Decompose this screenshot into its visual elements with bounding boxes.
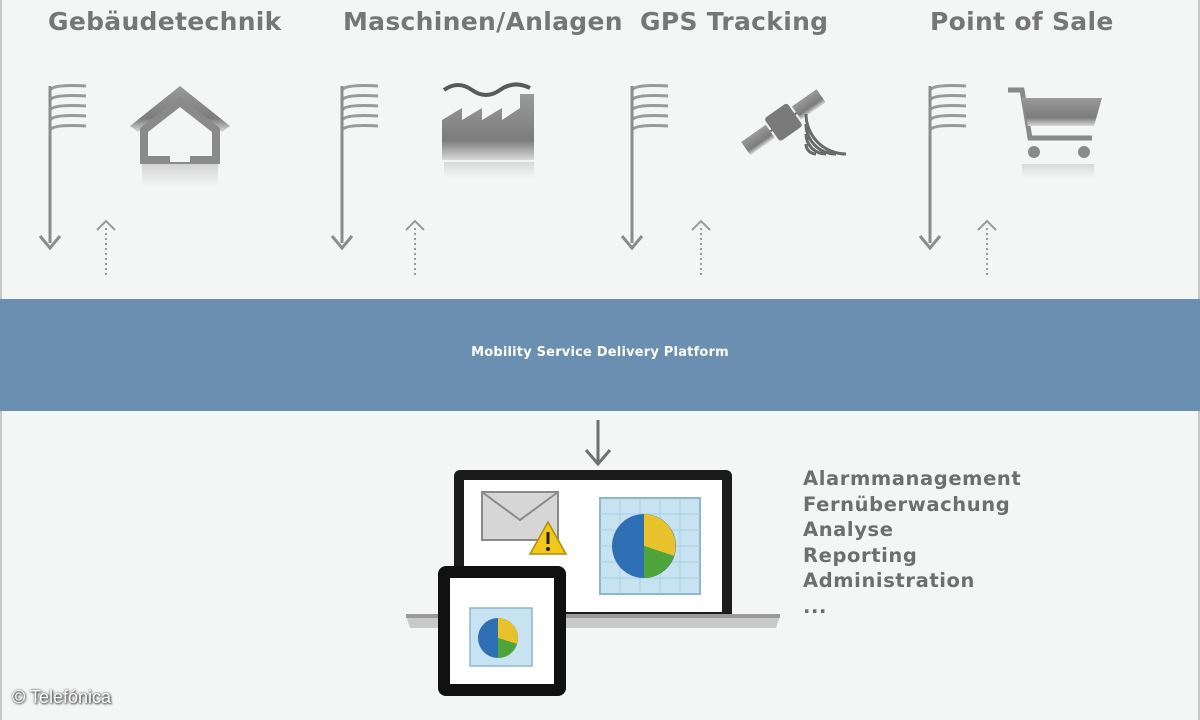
factory-icon — [442, 82, 534, 178]
down-arrow-icon — [584, 420, 612, 467]
shopping-cart-icon — [1008, 87, 1102, 178]
feature-item: ... — [803, 594, 828, 618]
group-maschinen — [322, 78, 602, 288]
group-gps — [612, 78, 892, 288]
pie-chart-icon — [599, 497, 701, 595]
signal-downlink-icon — [330, 84, 425, 276]
signal-downlink-icon — [918, 84, 997, 276]
tablet-pie-chart-icon — [469, 607, 533, 667]
platform-label: Mobility Service Delivery Platform — [471, 345, 729, 360]
category-title-gebaeudetechnik: Gebäudetechnik — [48, 7, 282, 36]
signal-downlink-icon — [620, 84, 711, 276]
feature-item: Analyse — [803, 518, 894, 541]
category-title-gps: GPS Tracking — [640, 7, 829, 36]
satellite-icon — [741, 89, 847, 156]
feature-item: Reporting — [803, 543, 918, 567]
copyright-notice: © Telefónica — [12, 687, 111, 707]
feature-item: Alarmmanagement — [803, 467, 1022, 490]
category-title-pos: Point of Sale — [930, 7, 1114, 36]
devices-illustration — [406, 470, 780, 696]
house-icon — [130, 86, 230, 186]
mail-alert-icon — [481, 491, 568, 555]
feature-item: Fernüberwachung — [803, 492, 1011, 516]
platform-band: Mobility Service Delivery Platform — [0, 299, 1200, 411]
feature-item: Administration — [803, 569, 976, 592]
signal-downlink-icon — [38, 84, 116, 276]
group-gebaeudetechnik — [30, 78, 310, 288]
group-pos — [898, 78, 1178, 288]
category-title-maschinen: Maschinen/Anlagen — [343, 7, 623, 36]
feature-list: Alarmmanagement Fernüberwachung Analyse … — [803, 466, 1021, 619]
